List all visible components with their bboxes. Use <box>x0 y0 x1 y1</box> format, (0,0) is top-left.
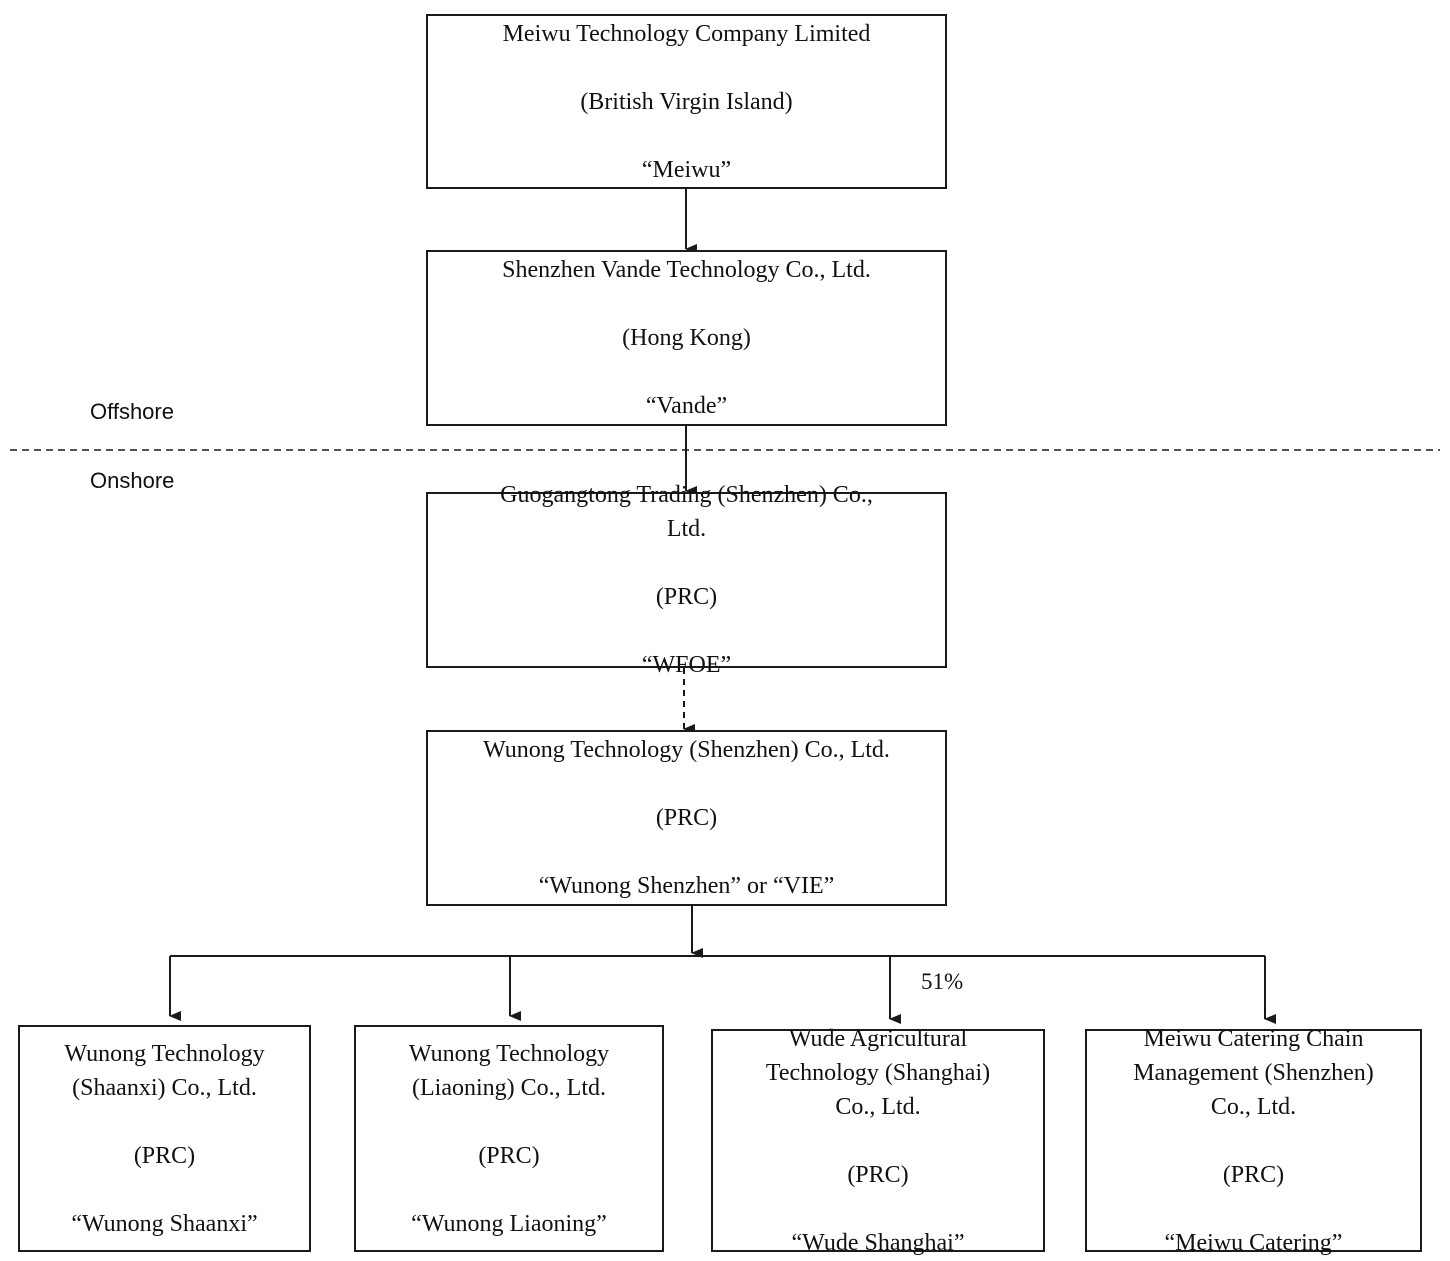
ownership-percentage-label: 51% <box>921 969 964 994</box>
entity-name: Meiwu Technology Company Limited <box>502 20 871 47</box>
onshore-label: Onshore <box>90 468 175 493</box>
entity-name: Meiwu Catering Chain Management (Shenzhe… <box>1133 1025 1374 1120</box>
entity-box-wunong-shaanxi: Wunong Technology (Shaanxi) Co., Ltd. (P… <box>18 1025 311 1252</box>
entity-box-wfoe: Guogangtong Trading (Shenzhen) Co., Ltd.… <box>426 482 947 678</box>
entity-jurisdiction: (PRC) <box>655 584 718 610</box>
entity-jurisdiction: (PRC) <box>478 1142 540 1169</box>
entity-alias: “Wunong Shenzhen” or “VIE” <box>538 873 835 899</box>
entity-jurisdiction: (British Virgin Island) <box>580 88 793 115</box>
entity-alias: “Vande” <box>645 393 728 419</box>
entity-name: Wunong Technology (Liaoning) Co., Ltd. <box>408 1040 610 1101</box>
entity-name: Wude Agricultural Technology (Shanghai) … <box>765 1025 991 1120</box>
entity-box-vande: Shenzhen Vande Technology Co., Ltd. (Hon… <box>426 250 947 426</box>
entity-alias: “Meiwu Catering” <box>1164 1229 1343 1256</box>
entity-box-vie: Wunong Technology (Shenzhen) Co., Ltd. (… <box>426 730 947 906</box>
entity-name: Wunong Technology (Shenzhen) Co., Ltd. <box>483 737 890 763</box>
entity-alias: “Wunong Shaanxi” <box>71 1210 258 1237</box>
entity-name: Shenzhen Vande Technology Co., Ltd. <box>502 257 871 283</box>
entity-box-meiwu: Meiwu Technology Company Limited (Britis… <box>426 14 947 189</box>
entity-alias: “WFOE” <box>641 652 732 678</box>
entity-jurisdiction: (Hong Kong) <box>622 325 751 351</box>
entity-box-wude-shanghai: Wude Agricultural Technology (Shanghai) … <box>711 1026 1045 1256</box>
entity-alias: “Wunong Liaoning” <box>411 1210 607 1237</box>
entity-box-meiwu-catering: Meiwu Catering Chain Management (Shenzhe… <box>1085 1026 1422 1256</box>
entity-alias: “Meiwu” <box>641 156 732 183</box>
entity-jurisdiction: (PRC) <box>847 1161 909 1188</box>
entity-name: Wunong Technology (Shaanxi) Co., Ltd. <box>64 1040 265 1101</box>
offshore-label: Offshore <box>90 399 174 424</box>
entity-jurisdiction: (PRC) <box>1222 1161 1285 1188</box>
entity-box-wunong-liaoning: Wunong Technology (Liaoning) Co., Ltd. (… <box>354 1025 664 1252</box>
entity-alias: “Wude Shanghai” <box>791 1229 965 1256</box>
entity-jurisdiction: (PRC) <box>133 1142 196 1169</box>
entity-jurisdiction: (PRC) <box>655 805 718 831</box>
entity-name: Guogangtong Trading (Shenzhen) Co., Ltd. <box>500 482 873 542</box>
